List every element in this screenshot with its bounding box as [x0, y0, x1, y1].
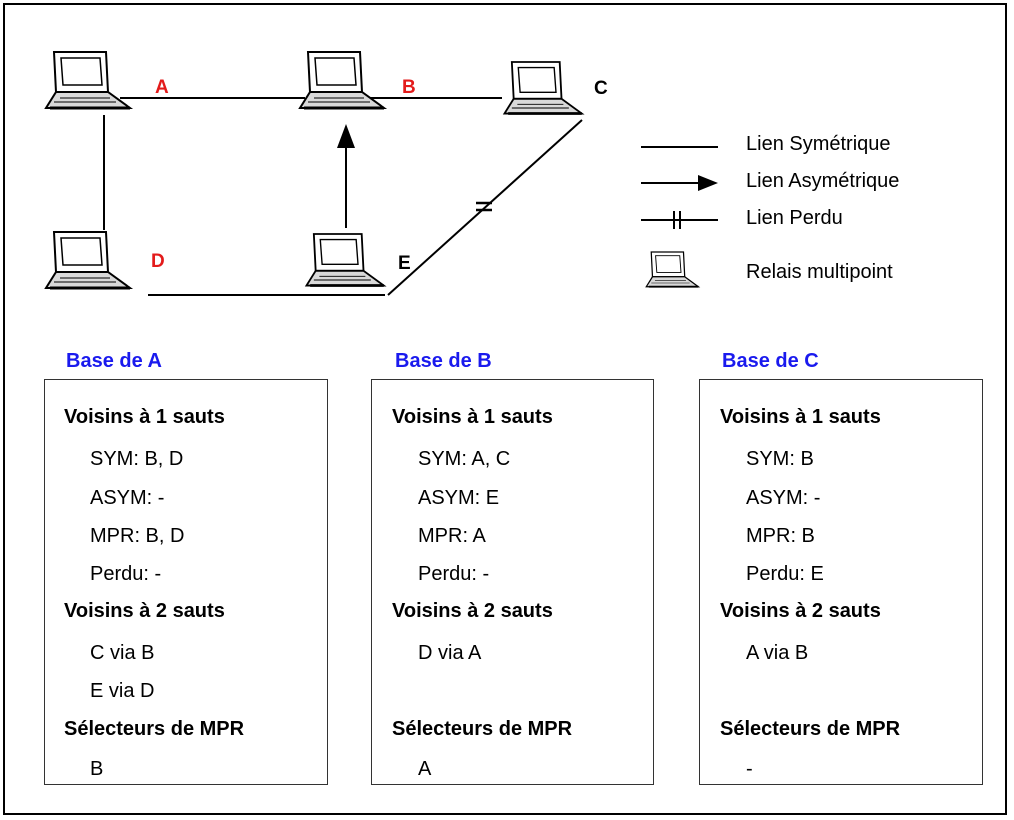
selectors-heading: Sélecteurs de MPR: [392, 718, 573, 740]
links: [103, 97, 583, 296]
sym-row: SYM: B: [746, 448, 814, 470]
legend-graphics: [641, 146, 718, 229]
lost-row: Perdu: E: [746, 563, 824, 585]
two-hop-item: D via A: [418, 642, 482, 664]
two-hop-item: E via D: [90, 680, 155, 702]
asym-row: ASYM: -: [746, 487, 821, 509]
laptop-icon: [44, 230, 132, 290]
legend-asymmetric: Lien Asymétrique: [746, 170, 900, 192]
link-e-c-lost: [387, 119, 583, 296]
lost-link-mark: [476, 201, 492, 212]
base-title-c: Base de C: [722, 350, 819, 372]
mpr-row: MPR: B: [746, 525, 815, 547]
node-label-c: C: [594, 78, 608, 99]
one-hop-heading: Voisins à 1 sauts: [64, 406, 225, 428]
two-hop-heading: Voisins à 2 sauts: [392, 600, 553, 622]
laptop-icon: [305, 232, 386, 287]
asym-row: ASYM: E: [418, 487, 500, 509]
laptop-icon: [298, 50, 386, 110]
legend-mpr: Relais multipoint: [746, 261, 893, 283]
node-label-e: E: [398, 253, 411, 274]
selectors-heading: Sélecteurs de MPR: [720, 718, 901, 740]
selectors-value: -: [746, 758, 753, 780]
two-hop-heading: Voisins à 2 sauts: [64, 600, 225, 622]
base-box-c: [699, 379, 983, 785]
base-title-b: Base de B: [395, 350, 492, 372]
lost-row: Perdu: -: [90, 563, 162, 585]
sym-row: SYM: B, D: [90, 448, 184, 470]
two-hop-heading: Voisins à 2 sauts: [720, 600, 881, 622]
node-label-b: B: [402, 77, 416, 98]
laptop-icon: [645, 251, 700, 288]
legend-symmetric: Lien Symétrique: [746, 133, 891, 155]
legend-arrowhead: [698, 175, 718, 191]
selectors-value: B: [90, 758, 104, 780]
legend-lost: Lien Perdu: [746, 207, 843, 229]
base-box-a: [44, 379, 328, 785]
base-box-b: [371, 379, 654, 785]
two-hop-item: C via B: [90, 642, 155, 664]
selectors-heading: Sélecteurs de MPR: [64, 718, 245, 740]
selectors-value: A: [418, 758, 432, 780]
sym-row: SYM: A, C: [418, 448, 511, 470]
mpr-row: MPR: A: [418, 525, 486, 547]
laptop-icon: [44, 50, 132, 110]
asym-row: ASYM: -: [90, 487, 165, 509]
laptop-icon: [503, 60, 584, 115]
two-hop-item: A via B: [746, 642, 809, 664]
node-label-a: A: [155, 77, 169, 98]
mpr-row: MPR: B, D: [90, 525, 185, 547]
one-hop-heading: Voisins à 1 sauts: [392, 406, 553, 428]
arrowhead: [337, 124, 355, 148]
lost-row: Perdu: -: [418, 563, 490, 585]
base-title-a: Base de A: [66, 350, 162, 372]
node-label-d: D: [151, 251, 165, 272]
one-hop-heading: Voisins à 1 sauts: [720, 406, 881, 428]
